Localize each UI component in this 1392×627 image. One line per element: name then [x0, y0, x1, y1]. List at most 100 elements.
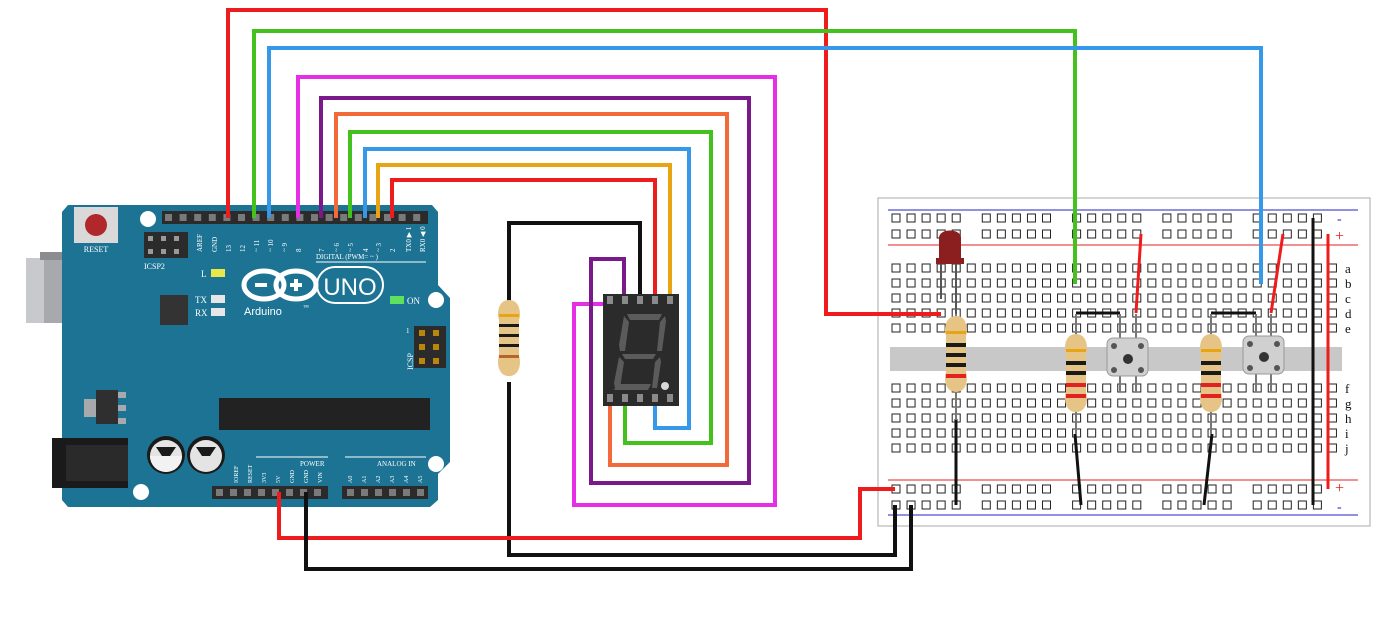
breadboard-hole — [1132, 263, 1142, 273]
breadboard-hole — [1087, 263, 1097, 273]
breadboard-hole — [1087, 428, 1097, 438]
rail-hole — [1207, 484, 1217, 494]
breadboard-hole — [1057, 323, 1067, 333]
rail-hole — [1011, 213, 1021, 223]
breadboard-hole — [1147, 383, 1157, 393]
breadboard-hole — [1267, 263, 1277, 273]
breadboard-hole — [1117, 383, 1127, 393]
breadboard-hole — [891, 383, 901, 393]
power-pin-label: IOREF — [234, 465, 240, 483]
breadboard-hole — [1102, 323, 1112, 333]
breadboard-hole — [1207, 263, 1217, 273]
header-pin — [165, 214, 172, 221]
breadboard-hole — [891, 323, 901, 333]
rail-hole — [981, 484, 991, 494]
wire-red-pin13 — [226, 8, 941, 316]
rail-hole — [1087, 213, 1097, 223]
breadboard-hole — [1267, 383, 1277, 393]
row-letter: b — [1345, 276, 1352, 291]
breadboard-hole — [1177, 383, 1187, 393]
pushbutton-2[interactable] — [1242, 314, 1285, 392]
rail-hole — [891, 213, 901, 223]
rail-hole — [936, 484, 946, 494]
power-header — [212, 486, 328, 499]
breadboard-hole — [1267, 428, 1277, 438]
row-letter: g — [1345, 396, 1352, 411]
breadboard-hole — [1026, 278, 1036, 288]
breadboard-hole — [1252, 293, 1262, 303]
breadboard-hole — [1026, 428, 1036, 438]
row-letter: a — [1345, 261, 1351, 276]
row-letter: f — [1345, 381, 1350, 396]
breadboard-hole — [1087, 383, 1097, 393]
breadboard-hole — [1102, 263, 1112, 273]
digital-pin-label: ~ 10 — [267, 239, 275, 252]
rail-hole — [1162, 484, 1172, 494]
breadboard-hole — [936, 383, 946, 393]
breadboard-hole — [1162, 428, 1172, 438]
breadboard-hole — [1162, 263, 1172, 273]
digital-pin-label: 12 — [239, 245, 247, 253]
breadboard-hole — [1162, 308, 1172, 318]
rail-hole — [906, 229, 916, 239]
rail-hole — [1192, 229, 1202, 239]
breadboard-hole — [1237, 263, 1247, 273]
header-pin — [230, 489, 237, 496]
breadboard-hole — [921, 383, 931, 393]
rail-hole — [1011, 484, 1021, 494]
digital-pin-label: AREF — [196, 234, 204, 252]
breadboard-hole — [1011, 383, 1021, 393]
rail-hole — [1011, 500, 1021, 510]
breadboard-hole — [1057, 293, 1067, 303]
row-letter: j — [1344, 441, 1349, 456]
breadboard-hole — [1312, 278, 1322, 288]
wire-red-pin2 — [390, 178, 657, 306]
breadboard-hole — [1117, 428, 1127, 438]
breadboard-hole — [1057, 428, 1067, 438]
breadboard-hole — [906, 383, 916, 393]
breadboard-hole — [891, 278, 901, 288]
breadboard-hole — [996, 383, 1006, 393]
rail-hole — [1162, 500, 1172, 510]
breadboard-hole — [1327, 443, 1337, 453]
breadboard-hole — [891, 293, 901, 303]
breadboard-hole — [1177, 323, 1187, 333]
breadboard-hole — [981, 383, 991, 393]
rail-hole — [951, 213, 961, 223]
breadboard-hole — [1147, 443, 1157, 453]
breadboard-hole — [936, 443, 946, 453]
breadboard-hole — [1132, 443, 1142, 453]
rail-hole — [1267, 229, 1277, 239]
breadboard-hole — [1327, 278, 1337, 288]
jumper-red-button2 — [1269, 233, 1285, 314]
resistor-button1 — [1065, 314, 1087, 434]
rail-hole — [1026, 213, 1036, 223]
wire-green-pin11 — [252, 29, 1077, 284]
breadboard-hole — [966, 263, 976, 273]
breadboard-hole — [1042, 263, 1051, 273]
breadboard-hole — [1162, 398, 1172, 408]
digital-pin-label: 13 — [225, 245, 233, 253]
power-pin-label: GND — [304, 469, 310, 483]
breadboard-hole — [1222, 383, 1232, 393]
pushbutton-1[interactable] — [1106, 314, 1149, 392]
breadboard-hole — [1042, 398, 1051, 408]
breadboard-hole — [996, 308, 1006, 318]
header-pin — [361, 489, 368, 496]
breadboard-hole — [1057, 308, 1067, 318]
breadboard-hole — [966, 428, 976, 438]
rail-hole — [1102, 229, 1112, 239]
rail-hole — [981, 213, 991, 223]
breadboard-hole — [891, 443, 901, 453]
header-pin — [258, 489, 265, 496]
breadboard-hole — [1282, 263, 1292, 273]
breadboard-hole — [1026, 413, 1036, 423]
rail-hole — [1267, 484, 1277, 494]
rail-hole — [1222, 500, 1232, 510]
analog-pin-label: A5 — [418, 476, 424, 483]
rail-hole — [1177, 229, 1187, 239]
breadboard-hole — [1297, 383, 1307, 393]
